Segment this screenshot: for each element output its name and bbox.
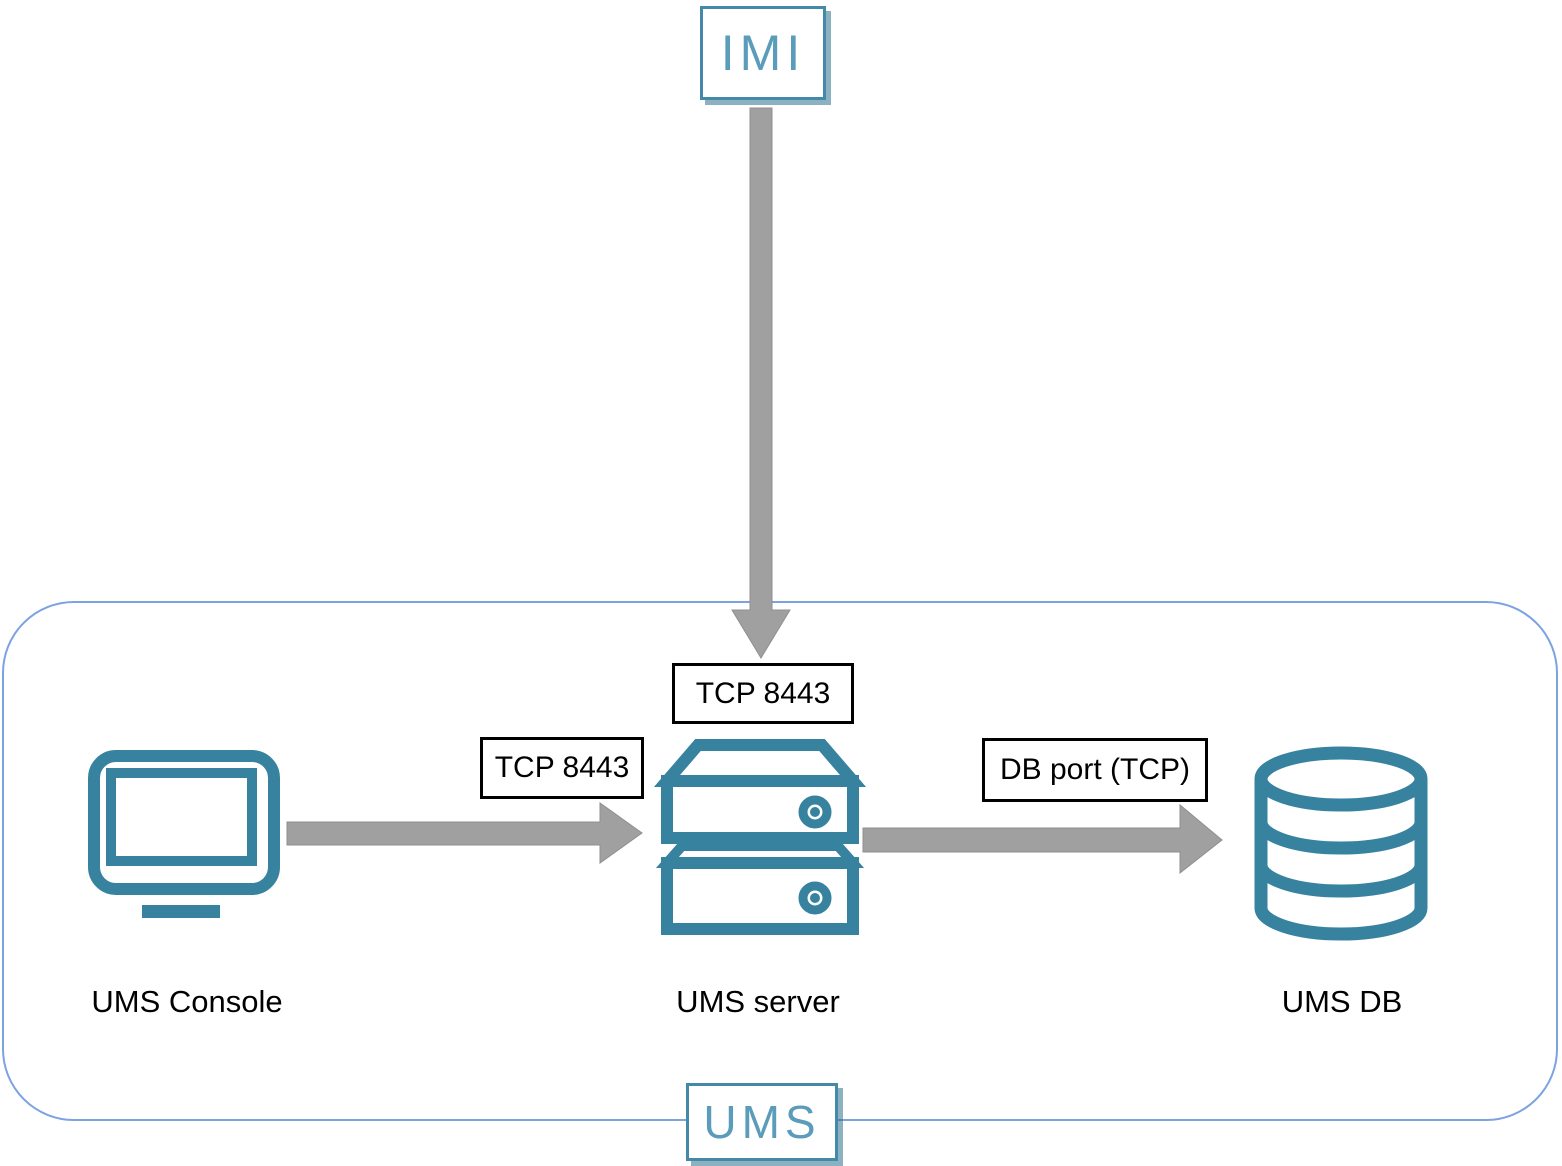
imi-node: IMI bbox=[700, 6, 826, 100]
console-node-label: UMS Console bbox=[91, 984, 283, 1019]
db-node-label: UMS DB bbox=[1281, 984, 1403, 1019]
port-label-text: TCP 8443 bbox=[494, 751, 630, 784]
imi-label: IMI bbox=[720, 25, 806, 81]
server-icon bbox=[653, 739, 867, 935]
arrow-right-icon bbox=[862, 803, 1223, 875]
port-label-server-db: DB port (TCP) bbox=[982, 738, 1208, 802]
port-label-text: TCP 8443 bbox=[695, 676, 831, 710]
port-label-text: DB port (TCP) bbox=[999, 753, 1191, 786]
database-icon bbox=[1254, 746, 1428, 941]
arrow-right-icon bbox=[286, 802, 643, 864]
server-node-label: UMS server bbox=[676, 984, 840, 1019]
port-label-console-server: TCP 8443 bbox=[480, 737, 644, 799]
port-label-imi-server: TCP 8443 bbox=[672, 663, 854, 724]
arrow-down-icon bbox=[731, 107, 791, 659]
ums-group-label: UMS bbox=[703, 1096, 821, 1148]
ums-group-tag: UMS bbox=[686, 1083, 838, 1161]
monitor-icon bbox=[88, 750, 280, 918]
